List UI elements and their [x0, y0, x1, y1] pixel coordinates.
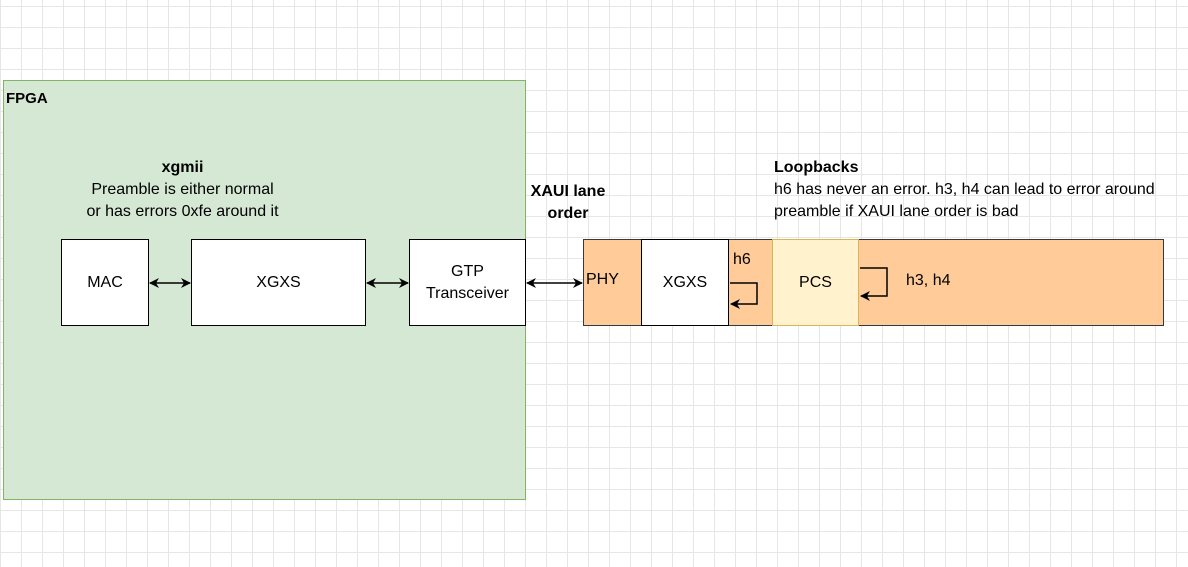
pcs-block[interactable]: PCS — [772, 239, 859, 326]
pcs-label: PCS — [799, 273, 832, 291]
xgmii-title: xgmii — [161, 159, 204, 176]
h6-loopback-label: h6 — [733, 251, 751, 268]
gtp-transceiver-block[interactable]: GTP Transceiver — [409, 239, 526, 326]
xgxs-phy-block[interactable]: XGXS — [641, 239, 729, 326]
xgmii-line-1: Preamble is either normal — [91, 181, 274, 198]
loopbacks-title: Loopbacks — [774, 159, 859, 176]
gtp-label-line-2: Transceiver — [426, 284, 509, 302]
mac-label: MAC — [87, 273, 123, 291]
gtp-label-line-1: GTP — [451, 262, 484, 280]
phy-label: PHY — [586, 271, 619, 288]
fpga-label: FPGA — [6, 90, 48, 107]
mac-block[interactable]: MAC — [61, 239, 149, 326]
xgxs-phy-label: XGXS — [662, 273, 708, 291]
loopbacks-line-2: preamble if XAUI lane order is bad — [774, 203, 1019, 220]
xgmii-note[interactable]: xgmii Preamble is either normal or has e… — [60, 157, 305, 223]
loopbacks-note[interactable]: Loopbacks h6 has never an error. h3, h4 … — [774, 157, 1188, 223]
xgxs-fpga-label: XGXS — [256, 273, 301, 291]
loopbacks-line-1: h6 has never an error. h3, h4 can lead t… — [774, 181, 1155, 198]
xaui-lane-order-note[interactable]: XAUI lane order — [530, 183, 606, 222]
xgmii-line-2: or has errors 0xfe around it — [86, 203, 279, 220]
xgxs-fpga-block[interactable]: XGXS — [191, 239, 366, 326]
h3-h4-loopback-label: h3, h4 — [906, 272, 951, 289]
